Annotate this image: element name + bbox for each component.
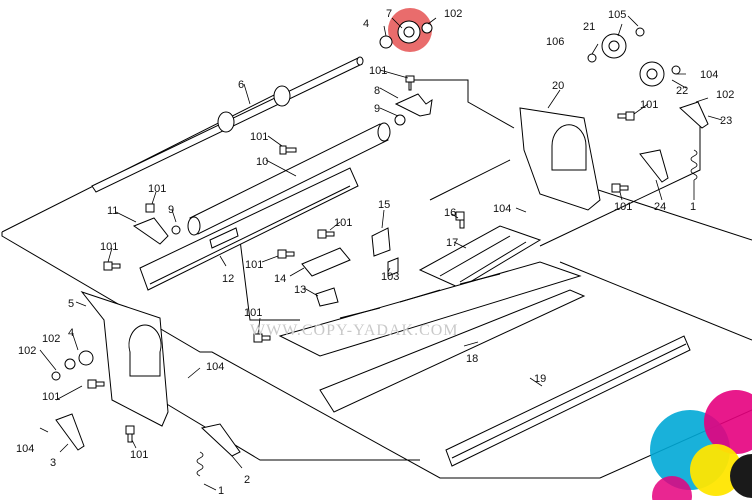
- label-1: 1: [218, 485, 224, 497]
- spring-1-right: [690, 149, 698, 181]
- label-104: 104: [700, 69, 718, 81]
- washer-9-right: [394, 114, 406, 126]
- lever-3: [55, 413, 85, 451]
- label-11: 11: [107, 205, 118, 217]
- label-101: 101: [640, 99, 658, 111]
- label-9: 9: [374, 103, 380, 115]
- label-21: 21: [583, 21, 595, 33]
- label-103: 103: [381, 271, 399, 283]
- label-7: 7: [386, 8, 392, 20]
- callout-labels: 7 102 4 105 21 106 104 22 20 101 102 23 …: [16, 8, 734, 497]
- label-19: 19: [534, 373, 546, 385]
- label-6: 6: [238, 79, 244, 91]
- label-8: 8: [374, 85, 380, 97]
- guide-17: [418, 225, 542, 289]
- label-9: 9: [168, 204, 174, 216]
- label-18: 18: [466, 353, 478, 365]
- washer-9-left: [171, 225, 181, 235]
- logo-magenta-circle: [704, 390, 752, 454]
- label-101: 101: [244, 307, 262, 319]
- label-10: 10: [256, 156, 268, 168]
- sensor-15: [371, 227, 391, 257]
- label-20: 20: [552, 80, 564, 92]
- label-2: 2: [244, 474, 250, 486]
- label-106: 106: [546, 36, 564, 48]
- leader-lines: [39, 15, 723, 491]
- label-4: 4: [363, 18, 369, 30]
- label-23: 23: [720, 115, 732, 127]
- label-16: 16: [444, 207, 456, 219]
- gear-22: [639, 61, 681, 87]
- label-102: 102: [18, 345, 36, 357]
- label-104: 104: [206, 361, 224, 373]
- roller-10: [187, 122, 391, 236]
- gear-7: [397, 20, 433, 44]
- bracket-8: [394, 93, 433, 117]
- guide-plate-18: [278, 261, 586, 413]
- label-101: 101: [245, 259, 263, 271]
- bracket-14: [301, 247, 351, 277]
- label-24: 24: [654, 201, 666, 213]
- side-frame-20: [519, 107, 601, 211]
- label-101: 101: [334, 217, 352, 229]
- label-102: 102: [716, 89, 734, 101]
- label-13: 13: [294, 284, 306, 296]
- cmyk-logo: [650, 390, 752, 500]
- label-104: 104: [16, 443, 34, 455]
- label-101: 101: [148, 183, 166, 195]
- label-12: 12: [222, 273, 234, 285]
- assembly-outline: [1, 79, 752, 479]
- lever-24: [639, 149, 669, 183]
- bearing-4-top: [379, 35, 393, 49]
- label-101: 101: [250, 131, 268, 143]
- label-102: 102: [444, 8, 462, 20]
- label-17: 17: [446, 237, 458, 249]
- label-101: 101: [42, 391, 60, 403]
- label-22: 22: [676, 85, 688, 97]
- label-104: 104: [493, 203, 511, 215]
- label-5: 5: [68, 298, 74, 310]
- bracket-12: [139, 167, 359, 291]
- bracket-11: [132, 217, 169, 245]
- logo-black-circle: [730, 454, 752, 498]
- washer-106: [587, 53, 597, 63]
- logo-yellow-circle: [690, 444, 742, 496]
- screws-101: [87, 75, 635, 443]
- label-15: 15: [378, 199, 390, 211]
- label-3: 3: [50, 457, 56, 469]
- label-102: 102: [42, 333, 60, 345]
- logo-magenta-inner: [652, 476, 692, 500]
- roller-6: [91, 56, 364, 193]
- lever-23: [679, 101, 709, 129]
- label-101: 101: [614, 201, 632, 213]
- watermark: WWW.COPY-YADAK.COM: [250, 322, 459, 339]
- bearings-left: [51, 350, 94, 381]
- spring-1-bottom: [196, 451, 204, 477]
- label-4: 4: [68, 327, 74, 339]
- side-frame-5: [80, 290, 169, 427]
- bracket-13: [315, 287, 339, 307]
- label-105: 105: [608, 9, 626, 21]
- gear-21: [601, 27, 645, 59]
- label-101: 101: [100, 241, 118, 253]
- label-101: 101: [130, 449, 148, 461]
- label-14: 14: [274, 273, 286, 285]
- label-1: 1: [690, 201, 696, 213]
- rail-19: [445, 335, 691, 467]
- lever-2: [200, 423, 241, 457]
- label-101: 101: [369, 65, 387, 77]
